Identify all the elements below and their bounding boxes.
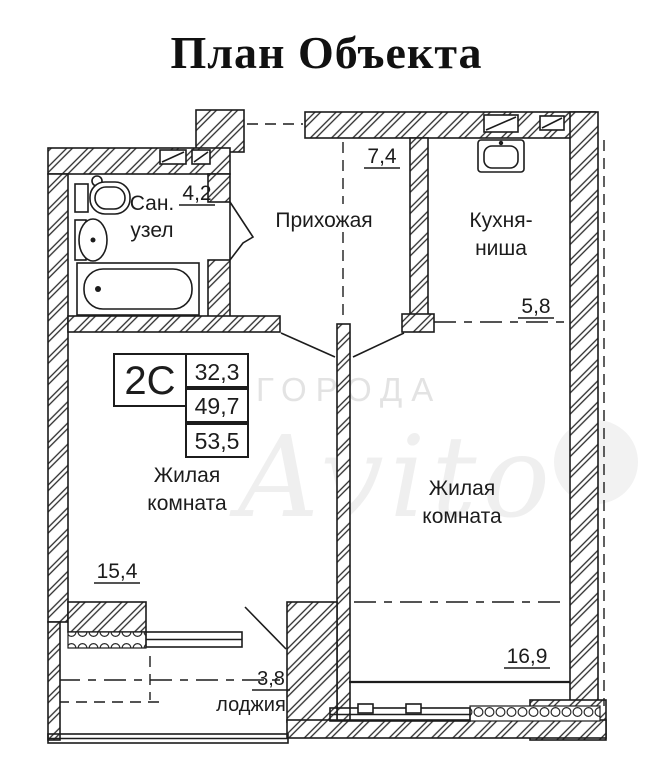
living-right-area: 16,9 (507, 645, 548, 668)
toilet-icon (74, 175, 131, 215)
unit-area-1: 32,3 (195, 359, 240, 385)
insulation-bands (67, 631, 601, 722)
windows (47, 631, 570, 744)
unit-area-box-1 (185, 353, 249, 388)
hallway-label: Прихожая (275, 209, 372, 232)
wall-bathroom-right-upper (207, 173, 231, 203)
balcony-door-leaf (244, 606, 287, 650)
unit-type-label: 2С (124, 359, 175, 403)
unit-area-2: 49,7 (195, 393, 240, 419)
bathroom-label-1: Сан. (130, 192, 175, 215)
kitchen-label-2: ниша (475, 237, 527, 260)
window-mullion-1 (357, 703, 374, 714)
watermark-layer: ГОРОДА Avito (216, 366, 638, 543)
kitchen-sink-icon (477, 139, 525, 173)
loggia-label: лоджия (216, 694, 286, 716)
page-title: План Объекта (170, 27, 483, 78)
bathroom-area: 4,2 (182, 182, 211, 205)
living-left-area: 15,4 (97, 560, 138, 583)
dashed-lines (58, 123, 568, 703)
insulation-bottom-right (469, 705, 601, 722)
loggia-area: 3,8 (257, 668, 285, 690)
vent-symbols (159, 114, 565, 165)
wall-kitchen-divider-foot (401, 313, 435, 333)
wall-left (47, 173, 69, 623)
insulation-left (67, 631, 147, 649)
bathroom-label-2: узел (130, 219, 173, 242)
living-left-label-2: комната (147, 492, 227, 515)
window-mullion-2 (405, 703, 422, 714)
living-right-door-leaf (352, 332, 405, 358)
unit-area-box-2 (185, 388, 249, 423)
wall-living-left-bottom (67, 601, 147, 633)
bathroom-door-leaf (229, 199, 255, 263)
bathroom-fixtures (74, 114, 565, 316)
wall-central (336, 323, 351, 723)
unit-info-box: 2С 32,3 49,7 53,5 (113, 353, 249, 458)
unit-area-3: 53,5 (195, 428, 240, 454)
wall-bathroom-right-lower (207, 259, 231, 319)
bathtub-icon (76, 262, 200, 316)
living-right-label-1: Жилая (429, 477, 495, 500)
room-labels: Сан. узел 4,2 Прихожая 7,4 Кухня- ниша 5… (94, 145, 554, 716)
living-left-label-1: Жилая (154, 464, 220, 487)
wall-hallway-bottom (67, 315, 281, 333)
unit-area-box-3 (185, 423, 249, 458)
hallway-area: 7,4 (367, 145, 397, 168)
kitchen-area: 5,8 (521, 295, 550, 318)
kitchen-label-1: Кухня- (469, 209, 532, 232)
wall-kitchen-divider (409, 137, 429, 317)
wall-loggia-pier (286, 601, 338, 723)
doors (229, 199, 405, 650)
wall-entrance-step (195, 109, 245, 153)
wall-loggia-left (47, 621, 61, 741)
watermark-avito-text: Avito (229, 413, 556, 543)
living-left-door-leaf (280, 332, 336, 358)
unit-type-box (113, 353, 187, 407)
wall-right (569, 111, 599, 711)
wall-bottom-band (286, 719, 607, 739)
sink-icon (74, 218, 108, 262)
living-right-label-2: комната (422, 505, 502, 528)
